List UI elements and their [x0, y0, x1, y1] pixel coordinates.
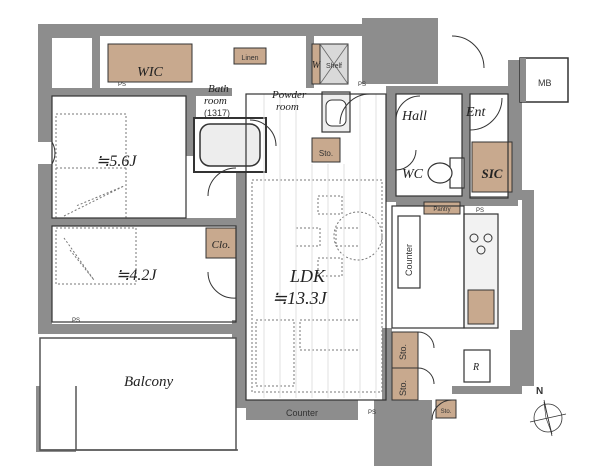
ent-label: Ent: [465, 105, 487, 120]
r-label: R: [472, 362, 479, 373]
sto-c-label: Sto.: [441, 409, 452, 415]
compass-north-label: N: [536, 386, 543, 397]
wc-label: WC: [402, 167, 424, 182]
sto-powder-label: Sto.: [319, 149, 333, 158]
wic-label: WIC: [137, 65, 163, 80]
storage-areas: [107, 43, 513, 419]
ps-label-3: PS: [476, 208, 484, 214]
sto-a-label: Sto.: [398, 344, 408, 360]
mb-label: MB: [538, 78, 552, 88]
shelf-area: [319, 43, 349, 85]
bath-label-line1: Bath: [208, 83, 229, 95]
hall-label: Hall: [401, 109, 427, 124]
powder-label-line2: room: [276, 101, 299, 113]
shelf-label: Shelf: [326, 63, 342, 70]
sic-label: SIC: [482, 166, 503, 181]
mb-box: MB: [519, 57, 569, 103]
interior-lines: [51, 93, 509, 401]
ldk-label: LDK: [289, 266, 326, 286]
counter-bottom-label: Counter: [286, 408, 318, 418]
powder-label-line1: Powder: [271, 89, 307, 101]
bath-label-line3: (1317): [204, 108, 230, 118]
pantry-label: Pantry: [433, 207, 450, 213]
ps-label-5: PS: [358, 82, 366, 88]
bathtub: [193, 117, 267, 173]
w-label: W: [312, 60, 322, 71]
ldk-floor-lines: [263, 94, 377, 398]
balcony-frame: [39, 337, 238, 451]
ldk-size: ≒13.3J: [272, 288, 328, 308]
ps-label-4: PS: [368, 410, 376, 416]
sto-b-label: Sto.: [398, 380, 408, 396]
linen-label: Linen: [241, 55, 258, 62]
balcony-label: Balcony: [124, 374, 173, 390]
clo-label: Clo.: [212, 239, 231, 251]
bath-label-line2: room: [204, 95, 227, 107]
bedroom-furniture: [55, 113, 137, 285]
ps-label-1: PS: [118, 82, 126, 88]
bedroom1-size: ≒5.6J: [96, 153, 137, 170]
powder-sink: [321, 91, 351, 133]
ldk-furniture: [251, 179, 383, 393]
compass-rose: N: [529, 386, 567, 437]
toilet: [427, 157, 465, 189]
ps-label-2: PS: [72, 318, 80, 324]
kitchen: [397, 213, 499, 383]
bedroom2-size: ≒4.2J: [116, 267, 157, 284]
counter-vertical-label: Counter: [404, 244, 414, 276]
